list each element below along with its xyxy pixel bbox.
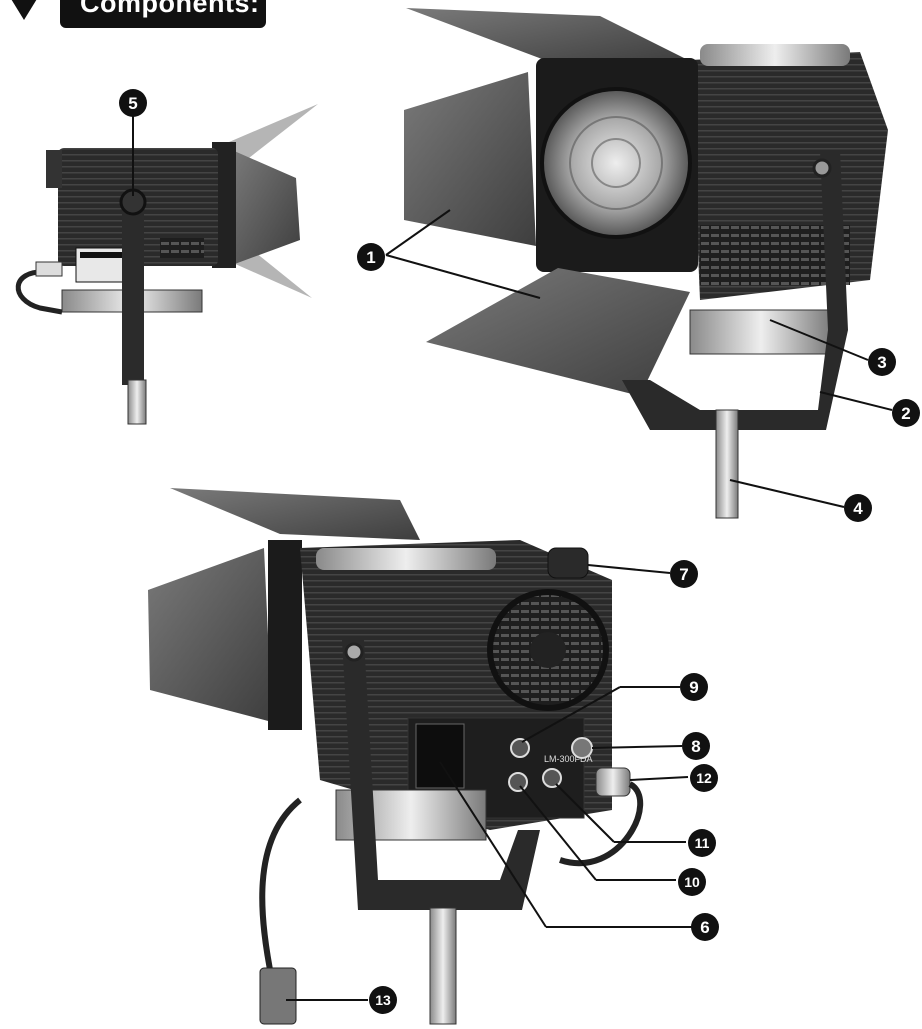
callout-12: 12 [690, 764, 718, 792]
header-tab [60, 0, 266, 28]
callout-12-label: 12 [696, 770, 712, 786]
callout-6: 6 [691, 913, 719, 941]
callout-2: 2 [892, 399, 920, 427]
rear-top-barn-door [170, 488, 420, 540]
rear-yoke-bolt [344, 642, 364, 662]
fresnel-lens [540, 87, 692, 239]
side-cable [15, 269, 63, 315]
callout-2-label: 2 [901, 404, 910, 423]
model-text: LM-300FDA [544, 754, 593, 764]
bottom-barn-door [426, 268, 690, 396]
focus-knob [547, 547, 589, 579]
power-connector [595, 767, 631, 797]
callout-1-label: 1 [366, 248, 375, 267]
front-spigot [715, 409, 739, 519]
dmx-out-port [508, 772, 528, 792]
main-cable [259, 797, 302, 981]
side-vents [160, 238, 204, 258]
callout-10: 10 [678, 868, 706, 896]
front-ballast [689, 309, 833, 355]
sticker-band [80, 252, 124, 258]
rear-left-barn-door [148, 548, 272, 722]
callout-7-label: 7 [679, 565, 688, 584]
callout-10-label: 10 [684, 874, 700, 890]
top-barn-door-side [215, 104, 318, 165]
callout-6-label: 6 [700, 918, 709, 937]
callout-4: 4 [844, 494, 872, 522]
power-cable [559, 781, 644, 866]
cable-connector [259, 967, 297, 1025]
front-yoke [622, 150, 848, 430]
left-barn-door [404, 72, 536, 246]
callout-1: 1 [357, 243, 385, 271]
top-handle [700, 44, 850, 66]
callout-5: 5 [119, 89, 147, 117]
callout-4-label: 4 [853, 499, 863, 518]
dimmer-knob [542, 768, 562, 788]
side-view-fixture [15, 104, 318, 425]
side-spigot [127, 379, 147, 425]
callout-13-label: 13 [375, 992, 391, 1008]
shield-icon [11, 0, 37, 20]
callout-13: 13 [369, 986, 397, 1014]
rear-view-fixture: LM-300FDA [148, 488, 644, 1025]
rear-front-frame [268, 540, 302, 730]
leader-lines [132, 116, 893, 1001]
rear-top-handle [316, 548, 496, 570]
rear-yoke [342, 640, 540, 910]
display-screen [415, 723, 465, 789]
section-title: Components: [80, 0, 260, 18]
dmx-port [510, 738, 530, 758]
callout-8: 8 [682, 732, 710, 760]
callout-5-label: 5 [128, 94, 137, 113]
fan-hub [530, 632, 566, 668]
rear-spigot [429, 907, 457, 1025]
front-view-fixture [404, 8, 888, 519]
callout-3-label: 3 [877, 353, 886, 372]
yoke-bolt [812, 158, 832, 178]
callout-9: 9 [680, 673, 708, 701]
rear-knob [46, 150, 62, 188]
side-yoke [122, 205, 144, 385]
callout-7: 7 [670, 560, 698, 588]
callout-11-label: 11 [695, 835, 710, 851]
top-barn-door [406, 8, 692, 62]
callout-9-label: 9 [689, 678, 698, 697]
callout-8-label: 8 [691, 737, 700, 756]
callout-11: 11 [688, 829, 716, 857]
callout-3: 3 [868, 348, 896, 376]
power-switch [571, 737, 593, 759]
side-cable-plug [35, 261, 63, 277]
side-barn-door [232, 150, 300, 265]
